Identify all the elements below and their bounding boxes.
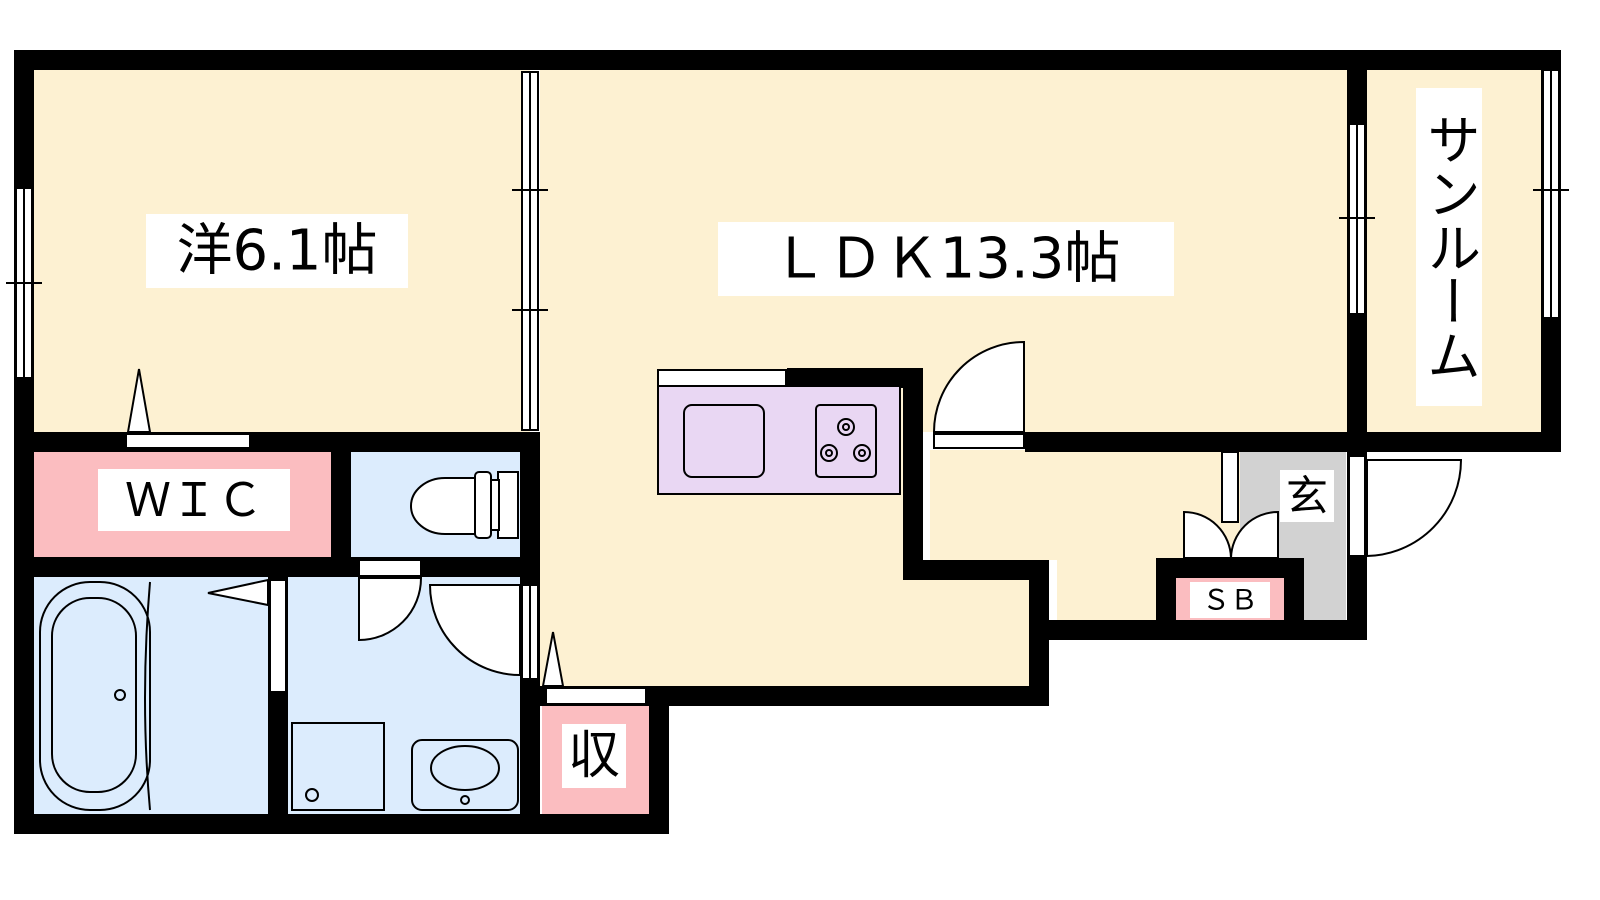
room-labels: 洋6.1帖 ＬＤＫ13.3帖 サンルーム ＷＩＣ 玄 ＳＢ 収 [98, 88, 1482, 788]
western-room-label: 洋6.1帖 [176, 219, 377, 284]
wall-top [14, 50, 1561, 70]
door-toilet-leaf [358, 559, 422, 577]
door-western-arrow [126, 368, 152, 433]
door-storage-arrow [541, 631, 565, 687]
door-bath-arrow [207, 578, 269, 607]
entrance-label-bg [1280, 470, 1334, 522]
ldk-label: ＬＤＫ13.3帖 [772, 227, 1121, 292]
shoe-box-label-bg [1190, 582, 1270, 618]
fixtures [39, 369, 901, 811]
wall-sb-left [1156, 558, 1176, 640]
bath-floor [34, 577, 270, 814]
ldk-label-bg [718, 222, 1174, 296]
wall-sb-right [1284, 558, 1304, 640]
storage-label: 収 [568, 726, 620, 786]
shoe-box-label: ＳＢ [1202, 584, 1258, 617]
door-storage-sliding [545, 687, 647, 705]
wall-wic-toilet [331, 432, 351, 577]
door-ldk-leaf [933, 433, 1025, 449]
wall-hall-west [903, 368, 923, 580]
storage-label-bg [562, 724, 626, 788]
wall-hall-step-v [1029, 560, 1049, 640]
door-ldk-swing [932, 340, 1025, 433]
door-western-sliding [125, 433, 251, 449]
wall-kitchen-top [787, 368, 923, 388]
door-front-leaf [1348, 455, 1366, 557]
wall-wet-top [14, 557, 540, 577]
door-toilet-swing [358, 577, 423, 642]
wall-sb-top [1156, 558, 1303, 578]
wall-storage-east [649, 686, 669, 834]
stove-icon [815, 404, 877, 478]
wall-bottom-west [14, 814, 668, 834]
window-toilet [497, 471, 519, 539]
wall-hall-top [1025, 432, 1367, 452]
wall-hall-step-h [903, 560, 1049, 580]
wall-ldk-bottom [649, 686, 1049, 706]
burner-icons [820, 418, 871, 462]
sunroom-label: サンルーム [1418, 112, 1481, 382]
door-sb-right [1229, 510, 1279, 559]
door-wash-swing [428, 584, 521, 677]
wic-label-bg [98, 469, 290, 531]
wall-ldk-step-v [1029, 620, 1049, 706]
washing-machine-icon [291, 722, 385, 811]
doors [125, 340, 1463, 705]
wall-hall-bottom [1029, 620, 1367, 640]
toilet-icon [410, 471, 500, 539]
door-front-swing [1366, 459, 1463, 558]
kitchen-backsplash [657, 369, 787, 387]
ldk-floor-lower [540, 432, 1038, 686]
sunroom-label-bg [1416, 88, 1482, 406]
wic-label: ＷＩＣ [125, 473, 263, 527]
sink-icon [683, 404, 765, 478]
western-room-label-bg [146, 214, 408, 288]
wall-western-bottom [14, 432, 540, 452]
bathtub-icon [39, 581, 151, 811]
window-bath [269, 579, 287, 693]
wash-basin-icon [411, 739, 519, 811]
windows [6, 69, 1569, 693]
wall-sunroom-bottom [1366, 432, 1561, 452]
entrance-label: 玄 [1286, 472, 1328, 521]
entrance-frame [1221, 451, 1239, 523]
